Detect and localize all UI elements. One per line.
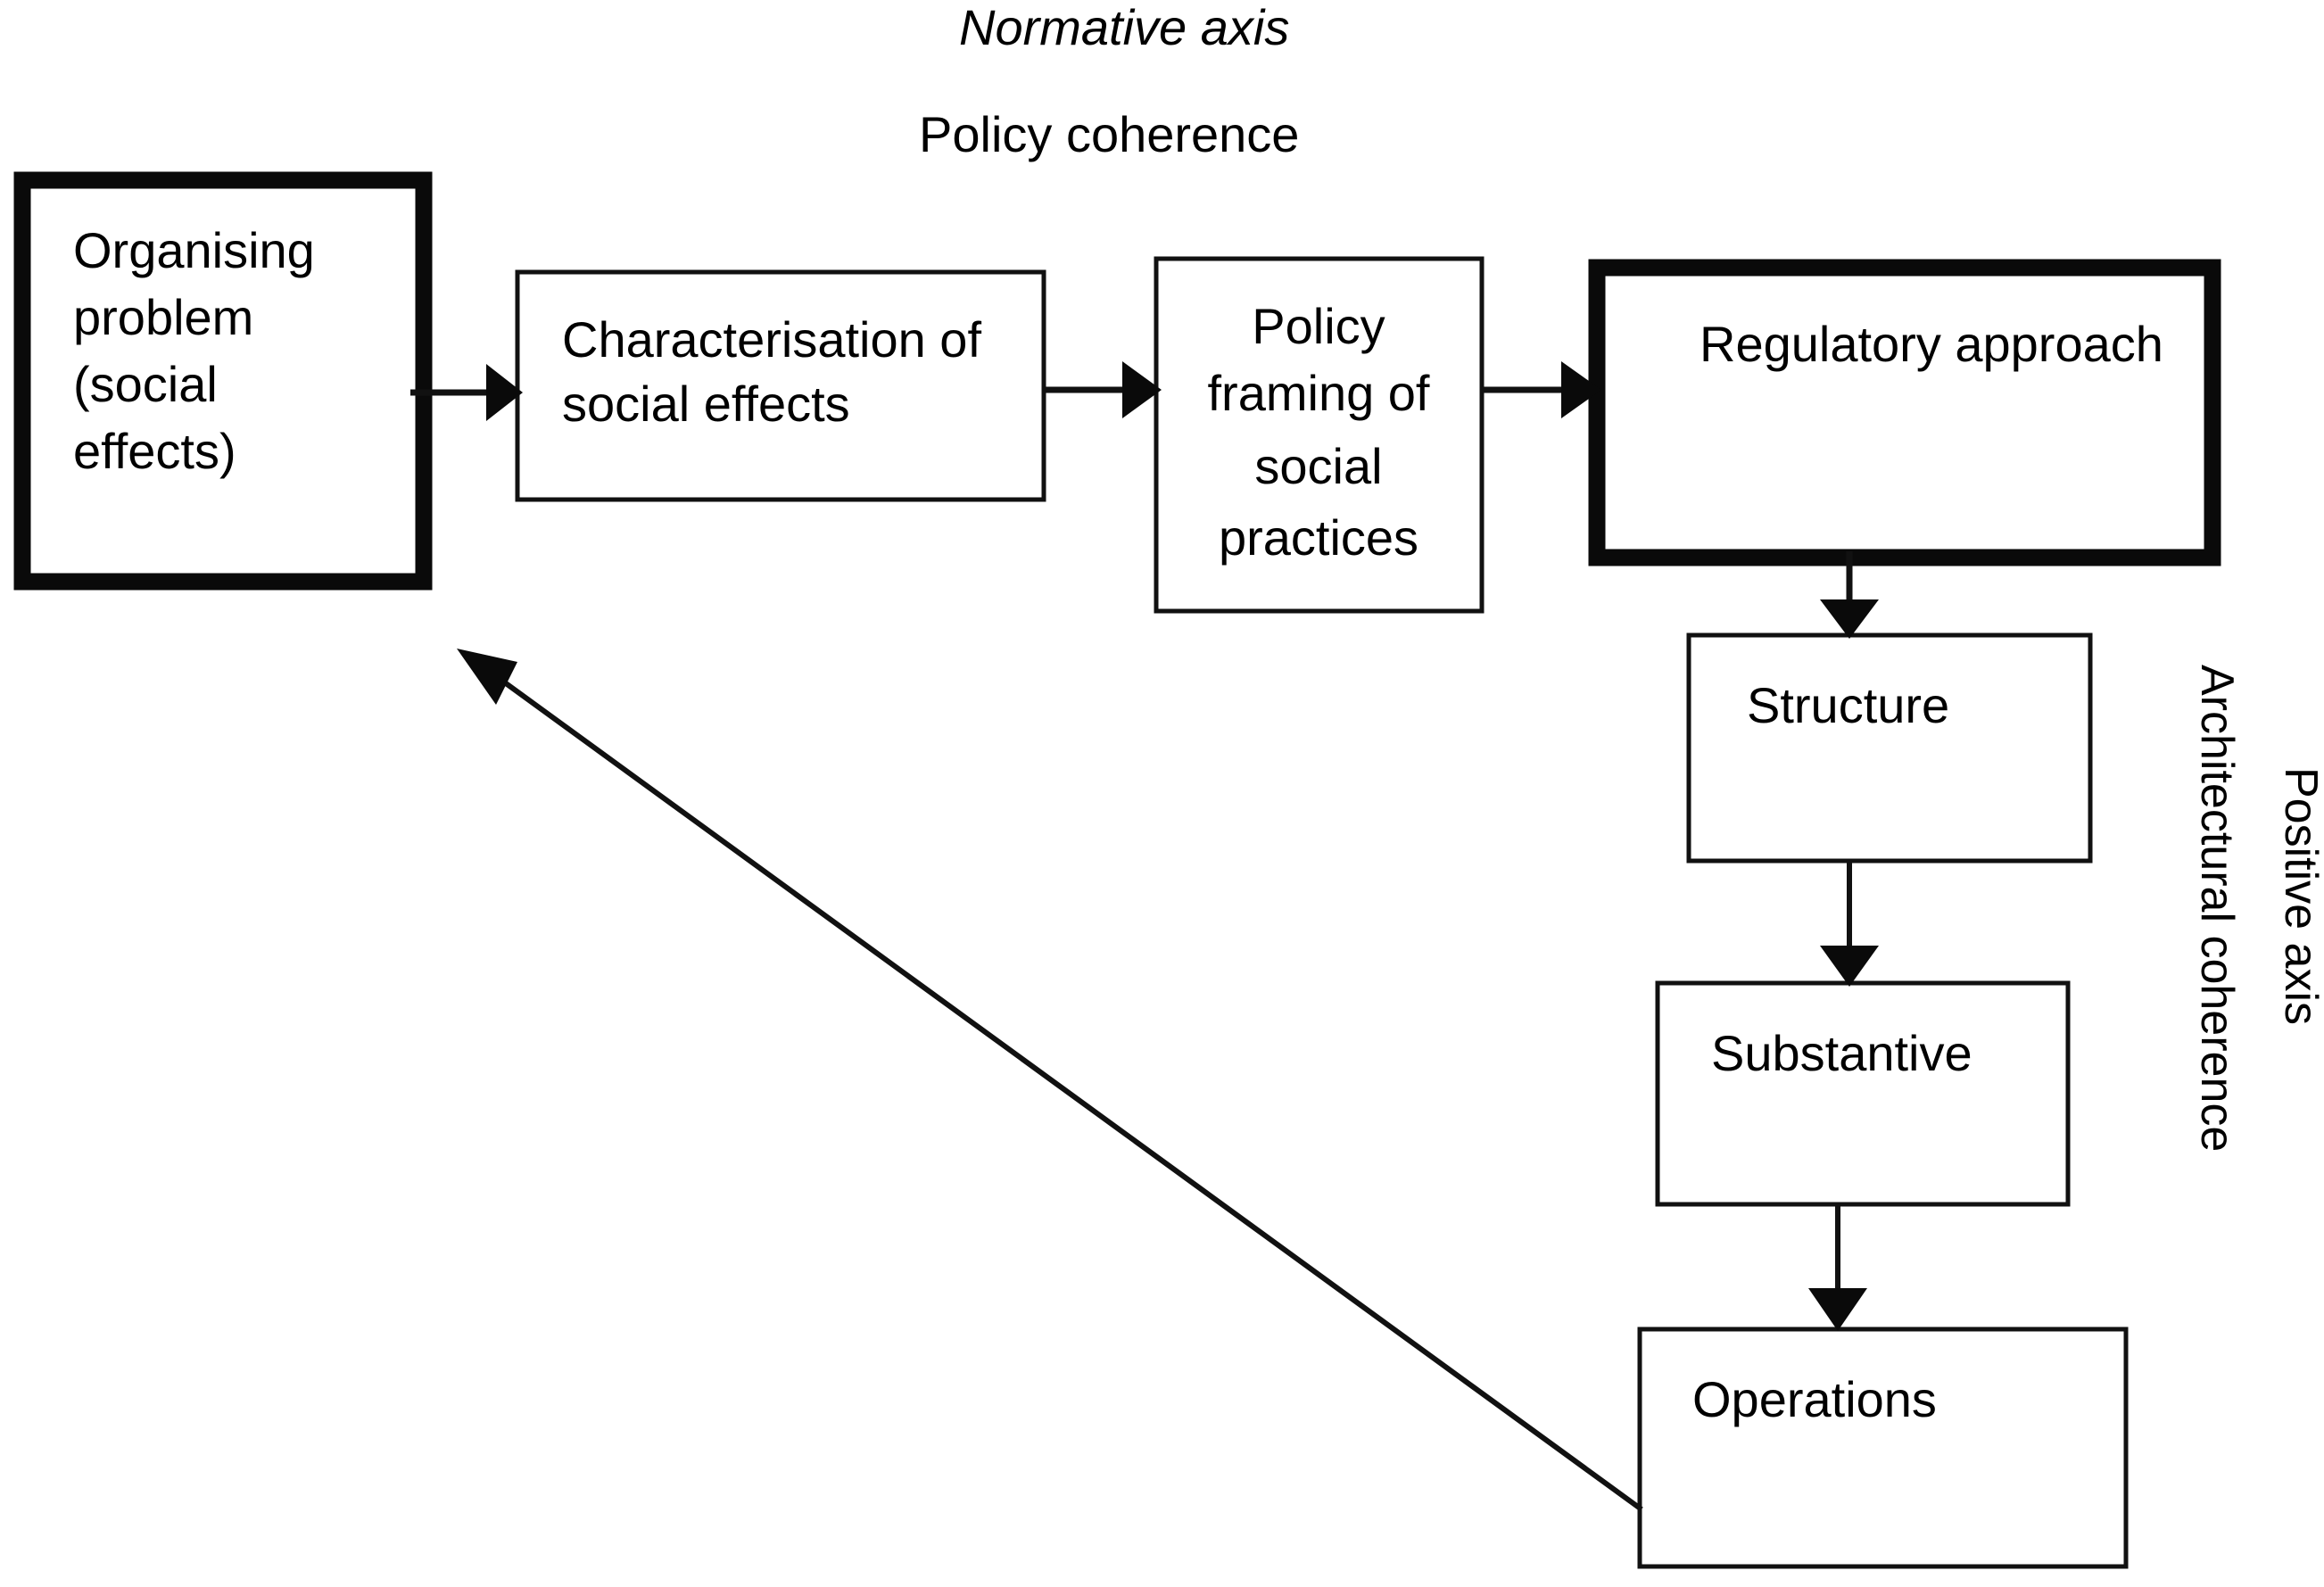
edge-policy-framing-to-regulatory — [1482, 361, 1601, 418]
structure-label: Structure — [1747, 677, 1949, 733]
substantive-box — [1655, 980, 2071, 1207]
policy-framing-line-2: framing of — [1208, 365, 1430, 421]
architectural-coherence-label: Architectural coherence — [2191, 665, 2243, 1152]
organising-problem-box — [13, 171, 433, 591]
characterisation-box — [515, 269, 1046, 502]
regulatory-approach-box — [1588, 259, 2221, 566]
characterisation-line-1: Characterisation of — [562, 311, 981, 368]
node-structure[interactable]: Structure — [1686, 632, 2093, 864]
edge-structure-to-substantive — [1820, 861, 1879, 987]
organising-problem-line-3: (social — [73, 356, 218, 412]
organising-problem-line-2: problem — [73, 289, 253, 345]
edge-operations-to-organising-feedback — [457, 649, 1643, 1512]
policy-framing-line-3: social — [1254, 438, 1382, 494]
node-organising-problem[interactable]: Organising problem (social effects) — [13, 171, 433, 591]
edge-characterisation-to-policy-framing — [1044, 361, 1162, 418]
edge-regulatory-to-structure — [1820, 551, 1879, 639]
substantive-label: Substantive — [1711, 1025, 1973, 1081]
node-policy-framing[interactable]: Policy framing of social practices — [1154, 256, 1485, 614]
organising-problem-line-4: effects) — [73, 423, 236, 479]
operations-box — [1637, 1327, 2129, 1569]
node-characterisation[interactable]: Characterisation of social effects — [515, 269, 1046, 502]
policy-framing-line-1: Policy — [1252, 298, 1385, 354]
policy-coherence-label: Policy coherence — [919, 106, 1299, 162]
node-regulatory-approach[interactable]: Regulatory approach — [1588, 259, 2221, 566]
policy-framing-box — [1154, 256, 1485, 614]
regulatory-approach-label: Regulatory approach — [1700, 316, 2163, 372]
edge-substantive-to-operations — [1808, 1204, 1867, 1331]
policy-framing-line-4: practices — [1219, 509, 1418, 566]
normative-axis-label: Normative axis — [959, 0, 1289, 55]
structure-box — [1686, 632, 2093, 864]
characterisation-line-2: social effects — [562, 376, 850, 432]
organising-problem-line-1: Organising — [73, 222, 315, 278]
node-substantive[interactable]: Substantive — [1655, 980, 2071, 1207]
operations-label: Operations — [1692, 1371, 1937, 1427]
positive-axis-label: Positive axis — [2275, 767, 2324, 1025]
node-operations[interactable]: Operations — [1637, 1327, 2129, 1569]
edge-organising-to-characterisation — [410, 364, 523, 421]
